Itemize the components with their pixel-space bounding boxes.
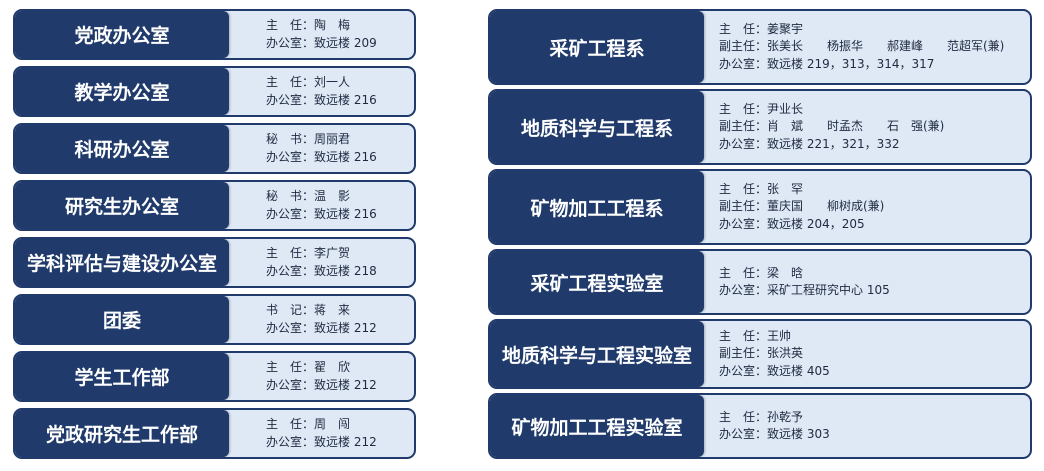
unit-info: 书 记：蒋 来 办公室：致远楼 212 xyxy=(266,296,377,343)
unit-card-graduate-office: 研究生办公室 秘 书：温 影 办公室：致远楼 216 xyxy=(13,180,416,231)
unit-info: 主 任：张 罕 副主任：董庆国 柳树成(兼) 办公室：致远楼 204，205 xyxy=(719,171,884,243)
unit-card-mineral-lab: 矿物加工工程实验室 主 任：孙乾予 办公室：致远楼 303 xyxy=(488,393,1032,459)
unit-name: 科研办公室 xyxy=(15,125,229,172)
unit-name: 采矿工程系 xyxy=(490,11,704,83)
unit-name: 团委 xyxy=(15,296,229,343)
unit-info-line: 副主任：张洪英 xyxy=(719,346,804,361)
unit-info-line: 主 任：陶 梅 xyxy=(266,18,351,32)
unit-info-line: 办公室：致远楼 204，205 xyxy=(719,216,865,231)
unit-info-line: 主 任：刘一人 xyxy=(266,75,351,89)
unit-info: 主 任：陶 梅 办公室：致远楼 209 xyxy=(266,11,377,58)
unit-info-line: 主 任：孙乾予 xyxy=(719,409,804,424)
unit-info-line: 秘 书：温 影 xyxy=(266,189,351,203)
unit-card-mining-lab: 采矿工程实验室 主 任：梁 晗 办公室：采矿工程研究中心 105 xyxy=(488,249,1032,315)
unit-name: 矿物加工工程实验室 xyxy=(490,395,704,457)
unit-info-line: 主 任：翟 欣 xyxy=(266,360,351,374)
unit-info-line: 主 任：梁 晗 xyxy=(719,265,804,280)
unit-info-line: 办公室：致远楼 218 xyxy=(266,263,377,278)
unit-info: 主 任：梁 晗 办公室：采矿工程研究中心 105 xyxy=(719,251,890,313)
unit-card-graduate-affairs: 党政研究生工作部 主 任：周 闯 办公室：致远楼 212 xyxy=(13,408,416,459)
unit-info-line: 办公室：致远楼 209 xyxy=(266,35,377,50)
unit-card-mineral-processing: 矿物加工工程系 主 任：张 罕 副主任：董庆国 柳树成(兼) 办公室：致远楼 2… xyxy=(488,169,1032,245)
unit-info: 主 任：孙乾予 办公室：致远楼 303 xyxy=(719,395,830,457)
unit-info-line: 主 任：王帅 xyxy=(719,328,792,343)
unit-info: 秘 书：温 影 办公室：致远楼 216 xyxy=(266,182,377,229)
unit-info-line: 副主任：董庆国 柳树成(兼) xyxy=(719,199,885,214)
unit-info-line: 副主任：肖 斌 时孟杰 石 强(兼) xyxy=(719,119,945,134)
unit-info: 主 任：王帅 副主任：张洪英 办公室：致远楼 405 xyxy=(719,321,830,387)
unit-info: 主 任：周 闯 办公室：致远楼 212 xyxy=(266,410,377,457)
unit-card-teaching-office: 教学办公室 主 任：刘一人 办公室：致远楼 216 xyxy=(13,66,416,117)
unit-info-line: 办公室：采矿工程研究中心 105 xyxy=(719,283,890,297)
unit-name: 学科评估与建设办公室 xyxy=(15,239,229,286)
unit-info-line: 秘 书：周丽君 xyxy=(266,132,351,146)
unit-card-geology-lab: 地质科学与工程实验室 主 任：王帅 副主任：张洪英 办公室：致远楼 405 xyxy=(488,319,1032,389)
unit-name: 研究生办公室 xyxy=(15,182,229,229)
unit-info: 主 任：李广贺 办公室：致远楼 218 xyxy=(266,239,377,286)
unit-info: 主 任：姜聚宇 副主任：张美长 杨振华 郝建峰 范超军(兼) 办公室：致远楼 2… xyxy=(719,11,1004,83)
unit-name: 教学办公室 xyxy=(15,68,229,115)
unit-info-line: 办公室：致远楼 212 xyxy=(266,320,377,335)
unit-card-geology: 地质科学与工程系 主 任：尹业长 副主任：肖 斌 时孟杰 石 强(兼) 办公室：… xyxy=(488,89,1032,165)
unit-name: 学生工作部 xyxy=(15,353,229,400)
unit-card-student-affairs: 学生工作部 主 任：翟 欣 办公室：致远楼 212 xyxy=(13,351,416,402)
unit-info-line: 办公室：致远楼 221，321，332 xyxy=(719,136,900,151)
unit-info-line: 主 任：姜聚宇 xyxy=(719,21,804,36)
unit-info: 主 任：刘一人 办公室：致远楼 216 xyxy=(266,68,377,115)
unit-card-research-office: 科研办公室 秘 书：周丽君 办公室：致远楼 216 xyxy=(13,123,416,174)
unit-info-line: 办公室：致远楼 219，313，314，317 xyxy=(719,56,935,71)
unit-card-youth-league: 团委 书 记：蒋 来 办公室：致远楼 212 xyxy=(13,294,416,345)
unit-info-line: 主 任：尹业长 xyxy=(719,101,804,116)
unit-card-discipline-office: 学科评估与建设办公室 主 任：李广贺 办公室：致远楼 218 xyxy=(13,237,416,288)
unit-info-line: 办公室：致远楼 405 xyxy=(719,363,830,378)
unit-name: 地质科学与工程实验室 xyxy=(490,321,704,387)
unit-name: 党政办公室 xyxy=(15,11,229,58)
unit-info-line: 书 记：蒋 来 xyxy=(266,303,351,317)
unit-name: 地质科学与工程系 xyxy=(490,91,704,163)
unit-info-line: 主 任：李广贺 xyxy=(266,246,351,260)
unit-info-line: 副主任：张美长 杨振华 郝建峰 范超军(兼) xyxy=(719,39,1005,54)
unit-name: 党政研究生工作部 xyxy=(15,410,229,457)
unit-info: 秘 书：周丽君 办公室：致远楼 216 xyxy=(266,125,377,172)
unit-info: 主 任：翟 欣 办公室：致远楼 212 xyxy=(266,353,377,400)
unit-info-line: 办公室：致远楼 303 xyxy=(719,427,830,441)
unit-info-line: 办公室：致远楼 212 xyxy=(266,434,377,449)
unit-info-line: 办公室：致远楼 216 xyxy=(266,149,377,164)
unit-info-line: 办公室：致远楼 216 xyxy=(266,206,377,221)
unit-card-mining-engineering: 采矿工程系 主 任：姜聚宇 副主任：张美长 杨振华 郝建峰 范超军(兼) 办公室… xyxy=(488,9,1032,85)
unit-name: 采矿工程实验室 xyxy=(490,251,704,313)
unit-info-line: 办公室：致远楼 216 xyxy=(266,92,377,107)
unit-info-line: 主 任：周 闯 xyxy=(266,417,351,431)
unit-info-line: 办公室：致远楼 212 xyxy=(266,377,377,392)
unit-name: 矿物加工工程系 xyxy=(490,171,704,243)
unit-info-line: 主 任：张 罕 xyxy=(719,181,804,196)
unit-info: 主 任：尹业长 副主任：肖 斌 时孟杰 石 强(兼) 办公室：致远楼 221，3… xyxy=(719,91,944,163)
unit-card-party-admin-office: 党政办公室 主 任：陶 梅 办公室：致远楼 209 xyxy=(13,9,416,60)
